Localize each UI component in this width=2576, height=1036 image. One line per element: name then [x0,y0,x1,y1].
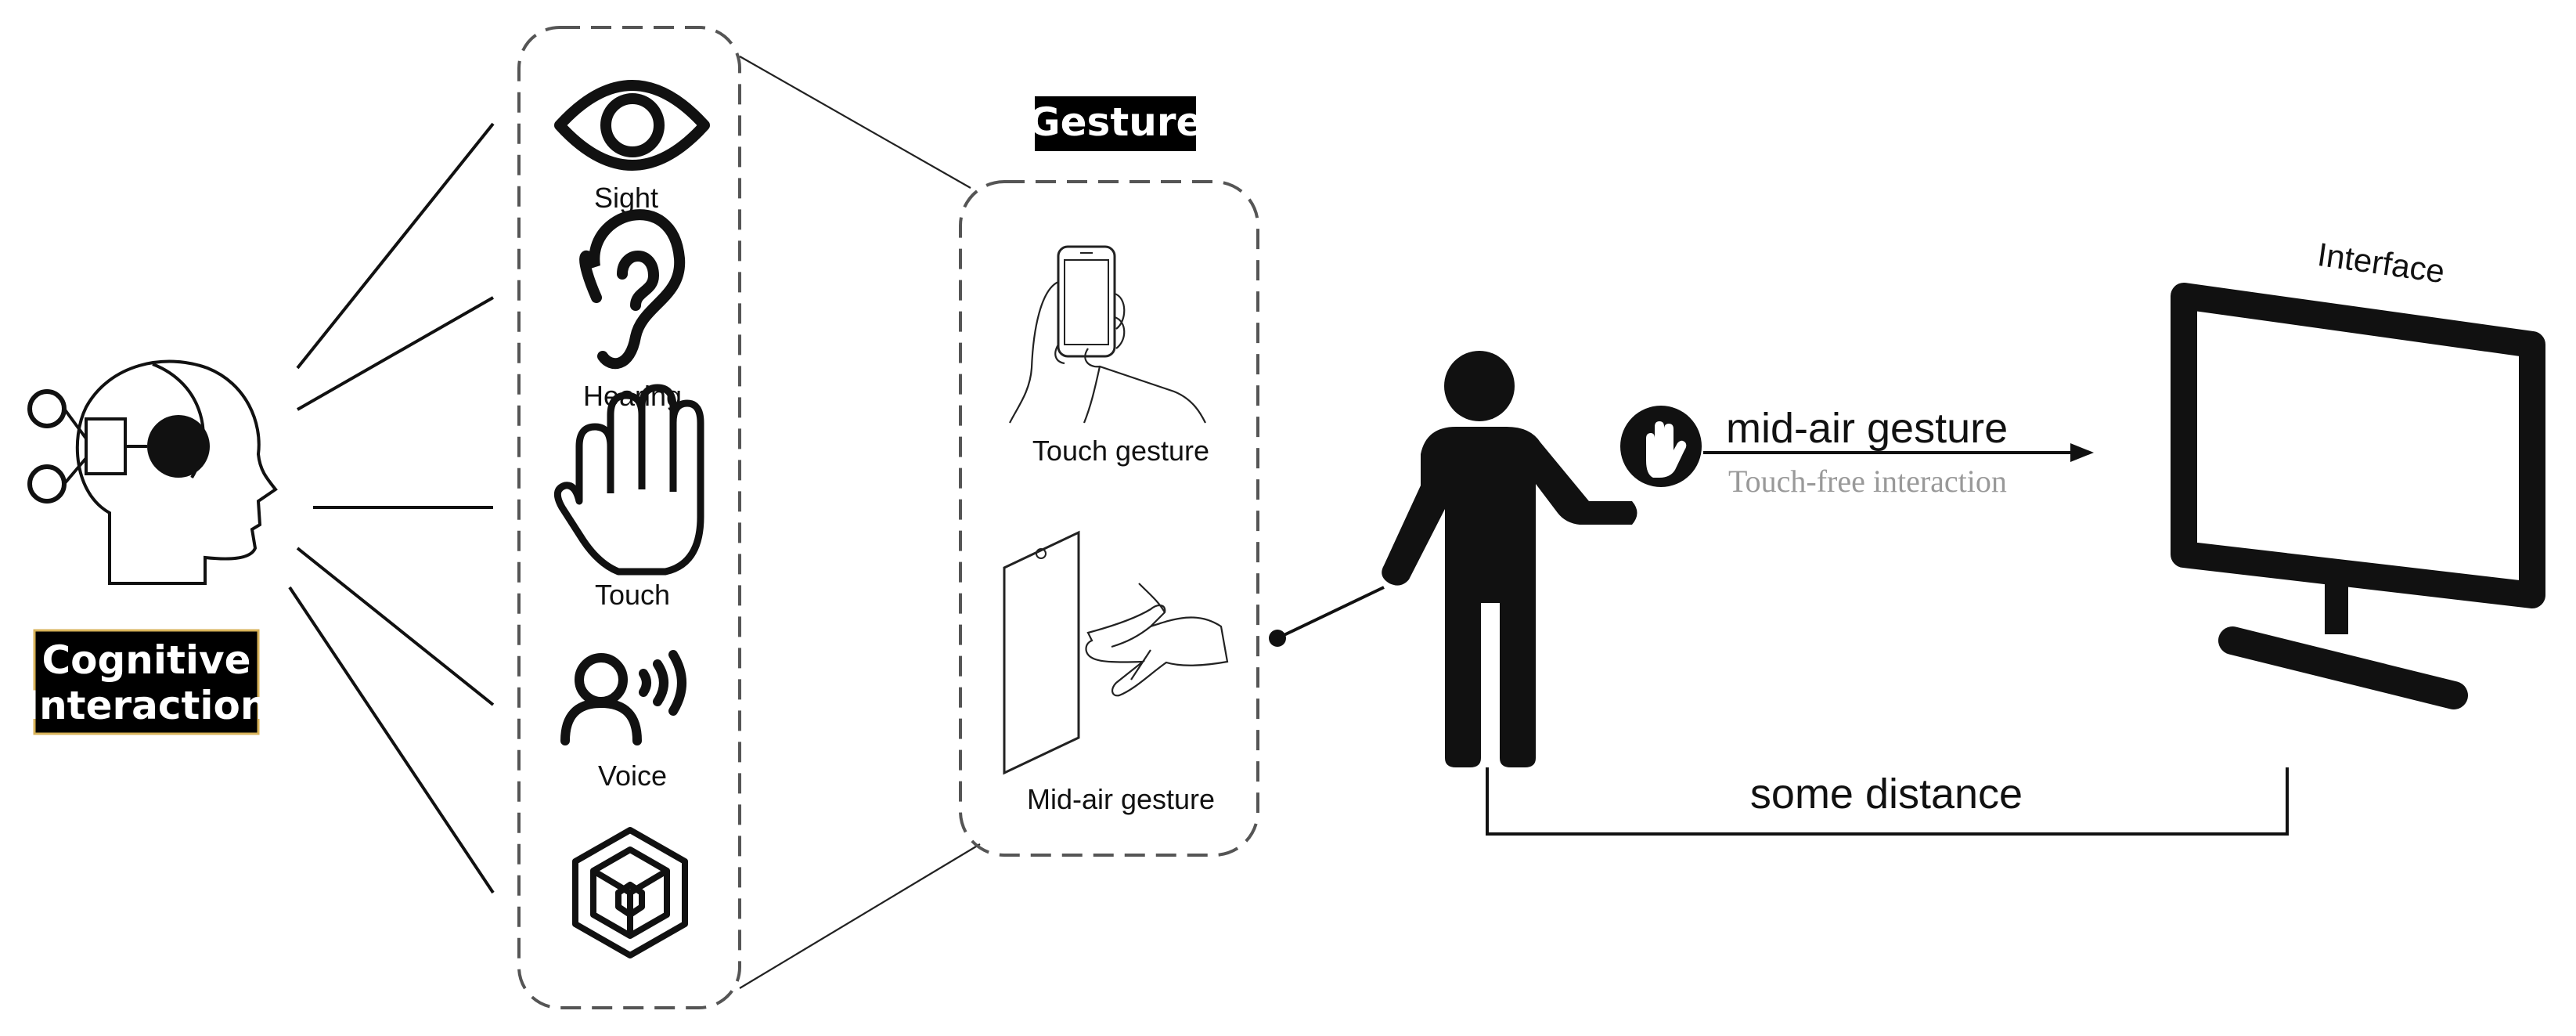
cube-icon [572,827,688,958]
gesture-box [959,180,1259,857]
cognitive-line1: Cognitive [41,637,250,683]
eye-icon [554,80,710,171]
midair-panel-icon [1003,530,1229,775]
connector-lines [288,122,495,894]
cognitive-interaction-tag: Cognitive Interaction [24,629,268,735]
midair-gesture-label: Mid-air gesture [1027,783,1215,815]
arrow-sub-label: Touch-free interaction [1728,464,2007,499]
sense-label-touch: Touch [595,579,670,611]
monitor-icon [2171,283,2545,709]
zoom-line-bottom [739,843,981,989]
hand-badge-icon [1620,406,1702,487]
sense-label-voice: Voice [598,760,667,792]
distance-label: some distance [1750,771,2023,818]
gesture-tag: Gesture [1029,96,1203,151]
cognitive-line2: Interaction [24,683,268,728]
touch-gesture-label: Touch gesture [1032,435,1209,467]
arrow-label: mid-air gesture [1726,405,2008,452]
distance-bracket [1486,767,2289,836]
head-brain-icon [27,359,278,585]
interface-label: Interface [2315,236,2447,290]
sense-label-sight: Sight [594,182,658,214]
ear-icon [579,209,686,370]
zoom-line-top [739,56,971,189]
gesture-title: Gesture [1029,99,1203,145]
person-icon [1382,351,1637,767]
midair-arrow [1703,443,2094,462]
senses-box [517,26,741,1009]
phone-hand-icon [1009,245,1206,424]
hand-icon [553,384,704,576]
voice-user-icon [560,650,686,745]
pointer-line [1269,586,1385,647]
